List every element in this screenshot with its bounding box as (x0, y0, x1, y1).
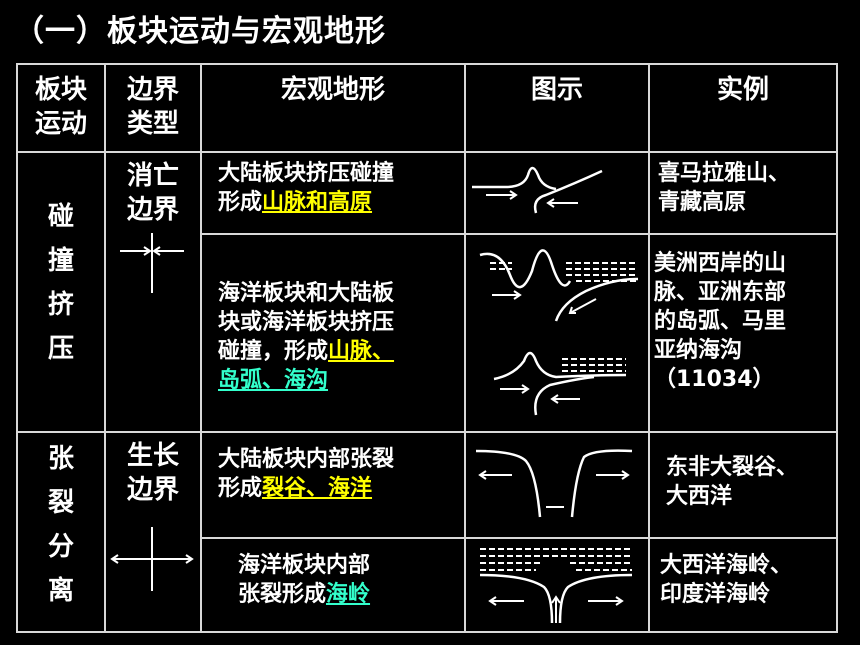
example-oceanic-collision: 美洲西岸的山 脉、亚洲东部 的岛弧、马里 亚纳海沟 （11034） (648, 233, 838, 433)
divergent-boundary-symbol (110, 527, 194, 591)
motion-divergence: 张 裂 分 离 (16, 431, 106, 633)
diagram-continental-collision (464, 151, 650, 235)
motion-collision: 碰 撞 挤 压 (16, 151, 106, 433)
boundary-constructive: 生长 边界 (104, 431, 202, 633)
rift-valley-diagram (475, 449, 633, 518)
boundary-consumptive: 消亡 边界 (104, 151, 202, 433)
example-oceanic-ridge: 大西洋海岭、 印度洋海岭 (648, 537, 838, 633)
example-continental-rift: 东非大裂谷、 大西洋 (648, 431, 838, 539)
ocean-ridge-diagram (479, 548, 633, 624)
header-example: 实例 (648, 63, 838, 153)
diagram-oceanic-ridge (464, 537, 650, 633)
header-diagram: 图示 (464, 63, 650, 153)
diagram-continental-rift (464, 431, 650, 539)
divergence-row-oceanic: 海洋板块内部 张裂形成海岭 (17, 537, 838, 633)
divergence-row-continental: 张 裂 分 离 生长 边界 大陆板块内部张裂 形成裂谷、海洋 (16, 431, 838, 633)
mountain-collision-diagram (472, 166, 603, 214)
landform-continental-rift: 大陆板块内部张裂 形成裂谷、海洋 (200, 431, 466, 539)
landform-oceanic-collision: 海洋板块和大陆板 块或海洋板块挤压 碰撞，形成山脉、 岛弧、海沟 (200, 233, 466, 433)
page-title: （一）板块运动与宏观地形 (14, 14, 386, 49)
header-row: 板块 运动 边界 类型 宏观地形 图示 实例 (16, 63, 838, 153)
landform-continental-collision: 大陆板块挤压碰撞 形成山脉和高原 (200, 151, 466, 235)
convergent-boundary-symbol (120, 233, 184, 293)
landform-oceanic-ridge: 海洋板块内部 张裂形成海岭 (200, 537, 466, 633)
diagram-oceanic-collision (464, 233, 650, 433)
collision-row-continental: 碰 撞 挤 压 消亡 边界 大陆板块挤压碰撞 形成山脉和高原 (16, 151, 838, 433)
header-landform: 宏观地形 (200, 63, 466, 153)
collision-row-oceanic: 海洋板块和大陆板 块或海洋板块挤压 碰撞，形成山脉、 岛弧、海沟 (17, 233, 838, 433)
plate-tectonics-table: 板块 运动 边界 类型 宏观地形 图示 实例 碰 撞 挤 压 消亡 边界 (16, 63, 838, 633)
header-plate-motion: 板块 运动 (16, 63, 106, 153)
trench-arc-diagram (479, 249, 639, 416)
example-continental-collision: 喜马拉雅山、 青藏高原 (648, 151, 838, 235)
header-boundary-type: 边界 类型 (104, 63, 202, 153)
